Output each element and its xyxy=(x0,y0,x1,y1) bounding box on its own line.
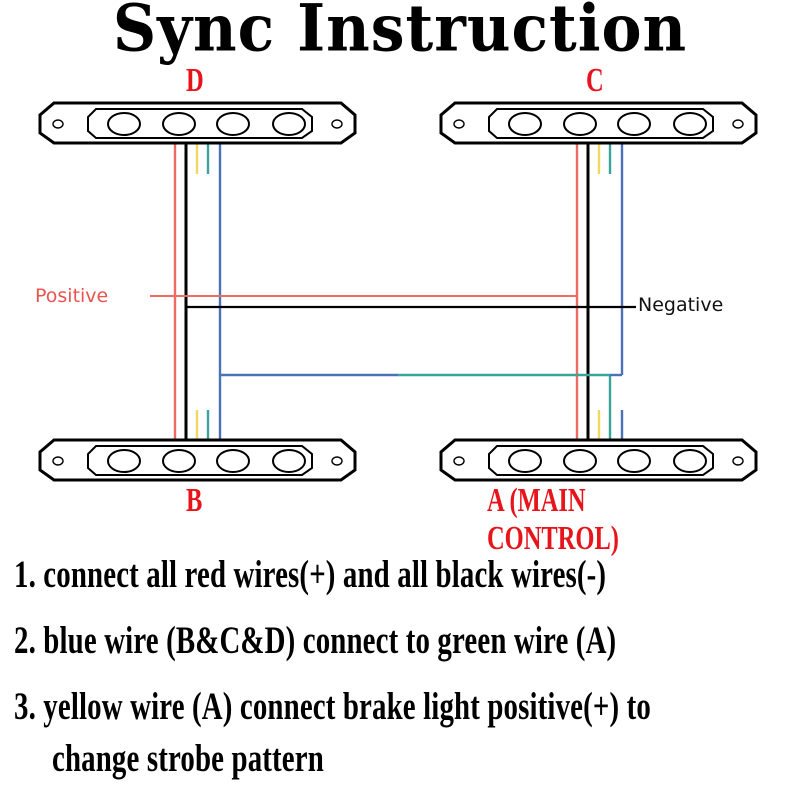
light-bar-b xyxy=(38,438,357,482)
positive-label: Positive xyxy=(35,285,109,307)
page-title: Sync Instruction xyxy=(112,0,688,67)
wires xyxy=(150,143,636,440)
unit-label-d: D xyxy=(186,62,204,99)
light-bar-d xyxy=(38,101,357,145)
unit-label-b: B xyxy=(186,482,203,519)
instruction-step-3: 3. yellow wire (A) connect brake light p… xyxy=(14,685,651,728)
light-bar-c xyxy=(439,101,758,145)
light-bar-a xyxy=(439,438,758,482)
instruction-step-1: 1. connect all red wires(+) and all blac… xyxy=(14,553,607,596)
instruction-step-2: 2. blue wire (B&C&D) connect to green wi… xyxy=(14,619,617,662)
unit-label-c: C xyxy=(586,62,604,99)
instruction-step-3-continued: change strobe pattern xyxy=(52,737,324,780)
unit-label-a-main-control: A (MAIN CONTROL) xyxy=(487,482,619,557)
negative-label: Negative xyxy=(638,294,724,316)
